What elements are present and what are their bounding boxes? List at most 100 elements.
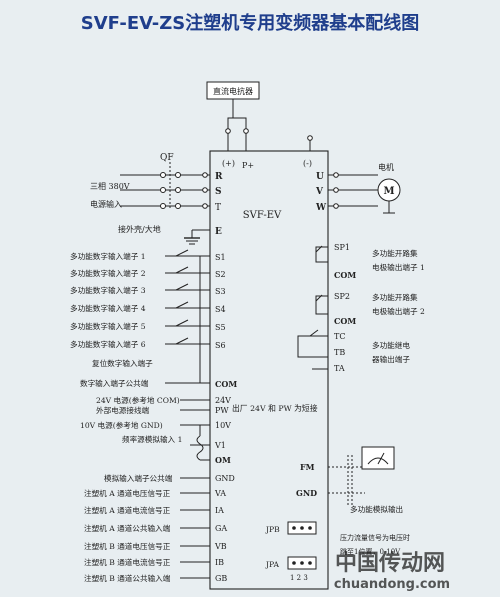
jpb-pin-3 [308,526,312,530]
label-sp2-line2: 电极输出端子 2 [372,306,425,316]
sp2-circuit [315,295,328,315]
terminal-r: R [215,172,223,182]
label-sp1-line1: 多功能开路集 [372,248,418,258]
reactor-wire-right [233,117,247,151]
note-line1: 压力流量信号为电压时 [340,533,410,542]
label-10v: 10V 电源(参考地 GND) [80,420,163,430]
label-s5: 多功能数字输入端子 5 [70,321,146,331]
terminal-ib: IB [215,558,224,567]
terminal-plus-paren: (+) [222,159,235,168]
digital-inputs [165,249,210,384]
jpa-pin-3 [308,561,312,565]
terminal-fm: FM [300,462,315,472]
label-sp1-line2: 电极输出端子 1 [372,262,425,272]
terminal-24v: 24V [215,396,231,405]
terminal-u: U [316,172,324,182]
terminal-com2: COM [334,316,356,326]
inverter-box [209,150,329,590]
terminal-s: S [215,187,222,197]
reactor-terminal-pplus [243,128,249,134]
label-external-power: 外部电源接线端 [96,405,150,415]
terminal-s-circle [202,187,208,193]
label-ib: 注塑机 B 通道电流信号正 [84,557,171,567]
terminal-10v: 10V [215,421,231,430]
reactor-wire-left [227,99,234,151]
switch-s4 [175,301,189,309]
breaker-contact-t2 [175,203,181,209]
label-ia: 注塑机 A 通道电流信号正 [84,505,171,515]
label-s1: 多功能数字输入端子 1 [70,251,146,261]
terminal-s2: S2 [215,270,226,279]
terminal-v1: V1 [214,441,226,450]
terminal-gb: GB [215,574,227,583]
switch-s2 [175,266,189,274]
terminal-gnd-right: GND [296,488,317,498]
diagram-title: SVF-EV-ZS注塑机专用变频器基本配线图 [81,12,420,34]
terminal-sp2: SP2 [334,292,350,301]
switch-s6 [175,337,189,345]
terminal-s4: S4 [215,305,226,314]
label-24v: 24V 电源(参考地 COM) [96,395,180,405]
sp1-switch [315,245,323,253]
terminal-e: E [215,227,222,237]
terminal-s5: S5 [215,323,226,332]
terminal-ta: TA [334,364,345,373]
sp2-switch [315,294,323,302]
jpb-pin-2 [300,526,304,530]
jpb-pin-1 [292,526,296,530]
terminal-tc: TC [334,332,345,341]
potentiometer [196,435,204,461]
terminal-s1: S1 [215,253,226,262]
switch-s1 [175,249,189,257]
motor-symbol: M [383,186,394,197]
relay-circuit [297,335,328,358]
jpa-label: JPA [265,560,279,569]
terminal-r-circle [202,172,208,178]
jpa-pin-2 [300,561,304,565]
breaker-contact-t [160,203,166,209]
terminal-w: W [315,203,327,213]
terminal-pw: PW [215,406,229,415]
terminal-va: VA [214,489,226,498]
ground-label: 接外壳/大地 [118,224,161,234]
label-relay-line1: 多功能继电 [372,340,410,350]
switch-s3 [175,283,189,291]
terminal-s6: S6 [215,341,226,350]
terminal-gnd-left: GND [215,474,235,483]
watermark-cn: 中国传动网 [335,551,445,576]
terminal-s3: S3 [215,287,226,296]
label-freq-input: 频率源模拟输入 1 [122,434,182,444]
output-v-circle [333,187,339,193]
terminal-com1: COM [334,270,356,280]
label-relay-line2: 器输出端子 [372,354,410,364]
label-s6: 多功能数字输入端子 6 [70,339,146,349]
sp1-circuit [315,246,328,263]
relay-switch [309,329,319,337]
terminal-t-circle [202,203,208,209]
dc-reactor-label: 直流电抗器 [213,86,253,96]
label-reset: 复位数字输入端子 [92,358,153,368]
breaker-contact-r [160,172,166,178]
jpa-pin-numbers: 1 2 3 [290,574,308,582]
label-s4: 多功能数字输入端子 4 [70,303,146,313]
power-input-label: 电源输入 [90,199,122,209]
breaker-contact-s2 [175,187,181,193]
switch-s5 [175,319,189,327]
jpa-pin-1 [292,561,296,565]
label-vb: 注塑机 B 通道电压信号正 [84,541,171,551]
channel-inputs [180,477,210,579]
label-sp2-line1: 多功能开路集 [372,292,418,302]
label-digital-com: 数字输入端子公共端 [80,378,149,388]
output-u-circle [333,172,339,178]
three-phase-label: 三相 380V [90,181,130,191]
label-gb: 注塑机 B 通道公共输入端 [84,573,171,583]
terminal-t: T [215,203,221,213]
inverter-model: SVF-EV [243,210,282,221]
terminal-sp1: SP1 [334,243,350,252]
watermark-url: chuandong.com [334,577,450,592]
terminal-minus-paren: (-) [303,159,312,168]
label-s2: 多功能数字输入端子 2 [70,268,146,278]
reactor-terminal-plus [225,128,231,134]
